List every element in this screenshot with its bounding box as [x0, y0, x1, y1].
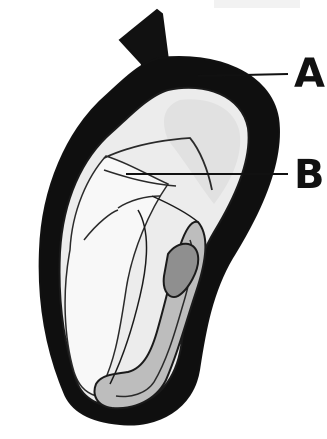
label-a: A — [294, 51, 325, 97]
label-b: B — [294, 152, 325, 198]
background-smudge — [214, 0, 300, 8]
